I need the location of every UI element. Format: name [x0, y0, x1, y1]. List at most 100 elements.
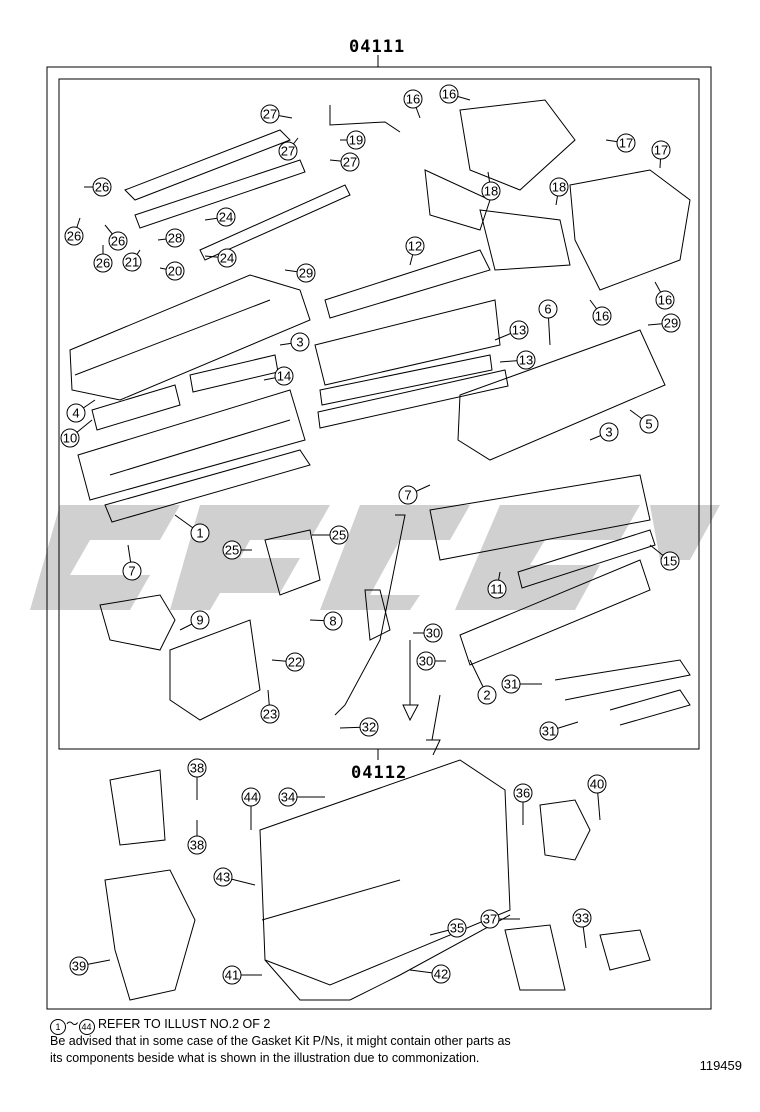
upper-callout-4: 4: [66, 399, 96, 423]
callout-number: 13: [519, 353, 533, 368]
part-number-04111: 04111: [349, 37, 406, 57]
callout-number: 17: [654, 143, 668, 158]
callout-circle: [285, 652, 305, 672]
callout-circle: [398, 485, 418, 505]
callout-number: 36: [516, 786, 530, 801]
callout-number: 19: [349, 133, 363, 148]
lower-callout-41: 41: [222, 965, 262, 985]
callout-number: 35: [450, 921, 464, 936]
callout-number: 30: [419, 654, 433, 669]
callout-number: 29: [299, 266, 313, 281]
lower-callout-34: 34: [278, 787, 325, 807]
upper-callout-12: 12: [405, 236, 425, 266]
callout-circle: [190, 523, 210, 543]
callout-number: 26: [95, 180, 109, 195]
callout-number: 7: [404, 488, 411, 503]
callout-circle: [222, 540, 242, 560]
upper-callout-6: 6: [538, 299, 558, 346]
upper-callout-19: 19: [340, 130, 366, 150]
lower-callout-42: 42: [409, 964, 451, 984]
callout-number: 33: [575, 911, 589, 926]
callout-circle: [241, 787, 261, 807]
callout-number: 9: [196, 613, 203, 628]
callout-circle: [481, 181, 501, 201]
callout-circle: [278, 141, 298, 161]
upper-callout-16: 16: [403, 89, 423, 119]
watermark-shape: [320, 505, 470, 610]
callout-number: 29: [664, 316, 678, 331]
callout-number: 4: [72, 406, 79, 421]
callout-number: 17: [619, 136, 633, 151]
callout-circle: [501, 674, 521, 694]
callout-number: 11: [490, 582, 504, 597]
upper-callout-23: 23: [260, 689, 280, 724]
callout-number: 3: [605, 425, 612, 440]
upper-callout-32: 32: [339, 717, 379, 737]
upper-callout-20: 20: [159, 261, 185, 281]
callout-number: 16: [442, 87, 456, 102]
callout-circle: [60, 428, 80, 448]
upper-callout-7: 7: [398, 484, 431, 505]
upper-callout-31: 31: [539, 721, 579, 741]
callout-circle: [587, 774, 607, 794]
watermark-shape: [30, 505, 180, 610]
group-04111-bracket: [46, 55, 712, 1010]
callout-number: 12: [408, 239, 422, 254]
callout-circle: [539, 721, 559, 741]
lower-callout-38: 38: [187, 758, 207, 800]
callout-circle: [346, 130, 366, 150]
upper-callout-25: 25: [222, 540, 252, 560]
callout-circle: [260, 704, 280, 724]
upper-callout-1: 1: [174, 514, 210, 543]
callout-number: 6: [544, 302, 551, 317]
upper-callout-11: 11: [487, 571, 507, 599]
watermark-shape: [170, 505, 330, 610]
upper-callout-31: 31: [501, 674, 542, 694]
upper-callout-17: 17: [605, 133, 636, 153]
callout-circle: [217, 248, 237, 268]
callout-circle: [403, 89, 423, 109]
lower-callout-36: 36: [513, 783, 533, 825]
callout-number: 27: [281, 144, 295, 159]
callout-number: 20: [168, 264, 182, 279]
callout-number: 25: [225, 543, 239, 558]
callout-circle: [538, 299, 558, 319]
callout-number: 24: [220, 251, 234, 266]
upper-callout-3: 3: [589, 422, 619, 442]
callout-number: 16: [658, 293, 672, 308]
callout-circle: [549, 177, 569, 197]
part-number-04112: 04112: [351, 763, 408, 783]
callout-circle: [487, 579, 507, 599]
upper-callout-16: 16: [439, 84, 471, 104]
callout-circle: [405, 236, 425, 256]
callout-circle: [655, 290, 675, 310]
upper-callout-27: 27: [329, 152, 360, 172]
callout-number: 38: [190, 838, 204, 853]
upper-callout-28: 28: [157, 228, 185, 248]
upper-callout-10: 10: [60, 419, 93, 448]
callout-circle: [274, 366, 294, 386]
callout-circle: [122, 252, 142, 272]
callout-number: 34: [281, 790, 295, 805]
upper-callout-26: 26: [93, 245, 113, 273]
upper-callout-30: 30: [413, 623, 443, 643]
range-note: 1～44 REFER TO ILLUST NO.2 OF 2: [50, 1016, 270, 1035]
callout-number: 44: [244, 790, 258, 805]
callout-circle: [439, 84, 459, 104]
callout-circle: [616, 133, 636, 153]
upper-callout-24: 24: [204, 207, 236, 227]
callout-circle: [480, 909, 500, 929]
callout-circle: [513, 783, 533, 803]
callout-circle: [660, 551, 680, 571]
callout-circle: [187, 758, 207, 778]
callout-circle: [340, 152, 360, 172]
callout-number: 21: [125, 255, 139, 270]
upper-callout-21: 21: [122, 249, 142, 272]
upper-callout-15: 15: [649, 544, 680, 571]
lower-callout-33: 33: [572, 908, 592, 949]
callout-circle: [423, 623, 443, 643]
callout-number: 31: [504, 677, 518, 692]
callout-number: 37: [483, 912, 497, 927]
